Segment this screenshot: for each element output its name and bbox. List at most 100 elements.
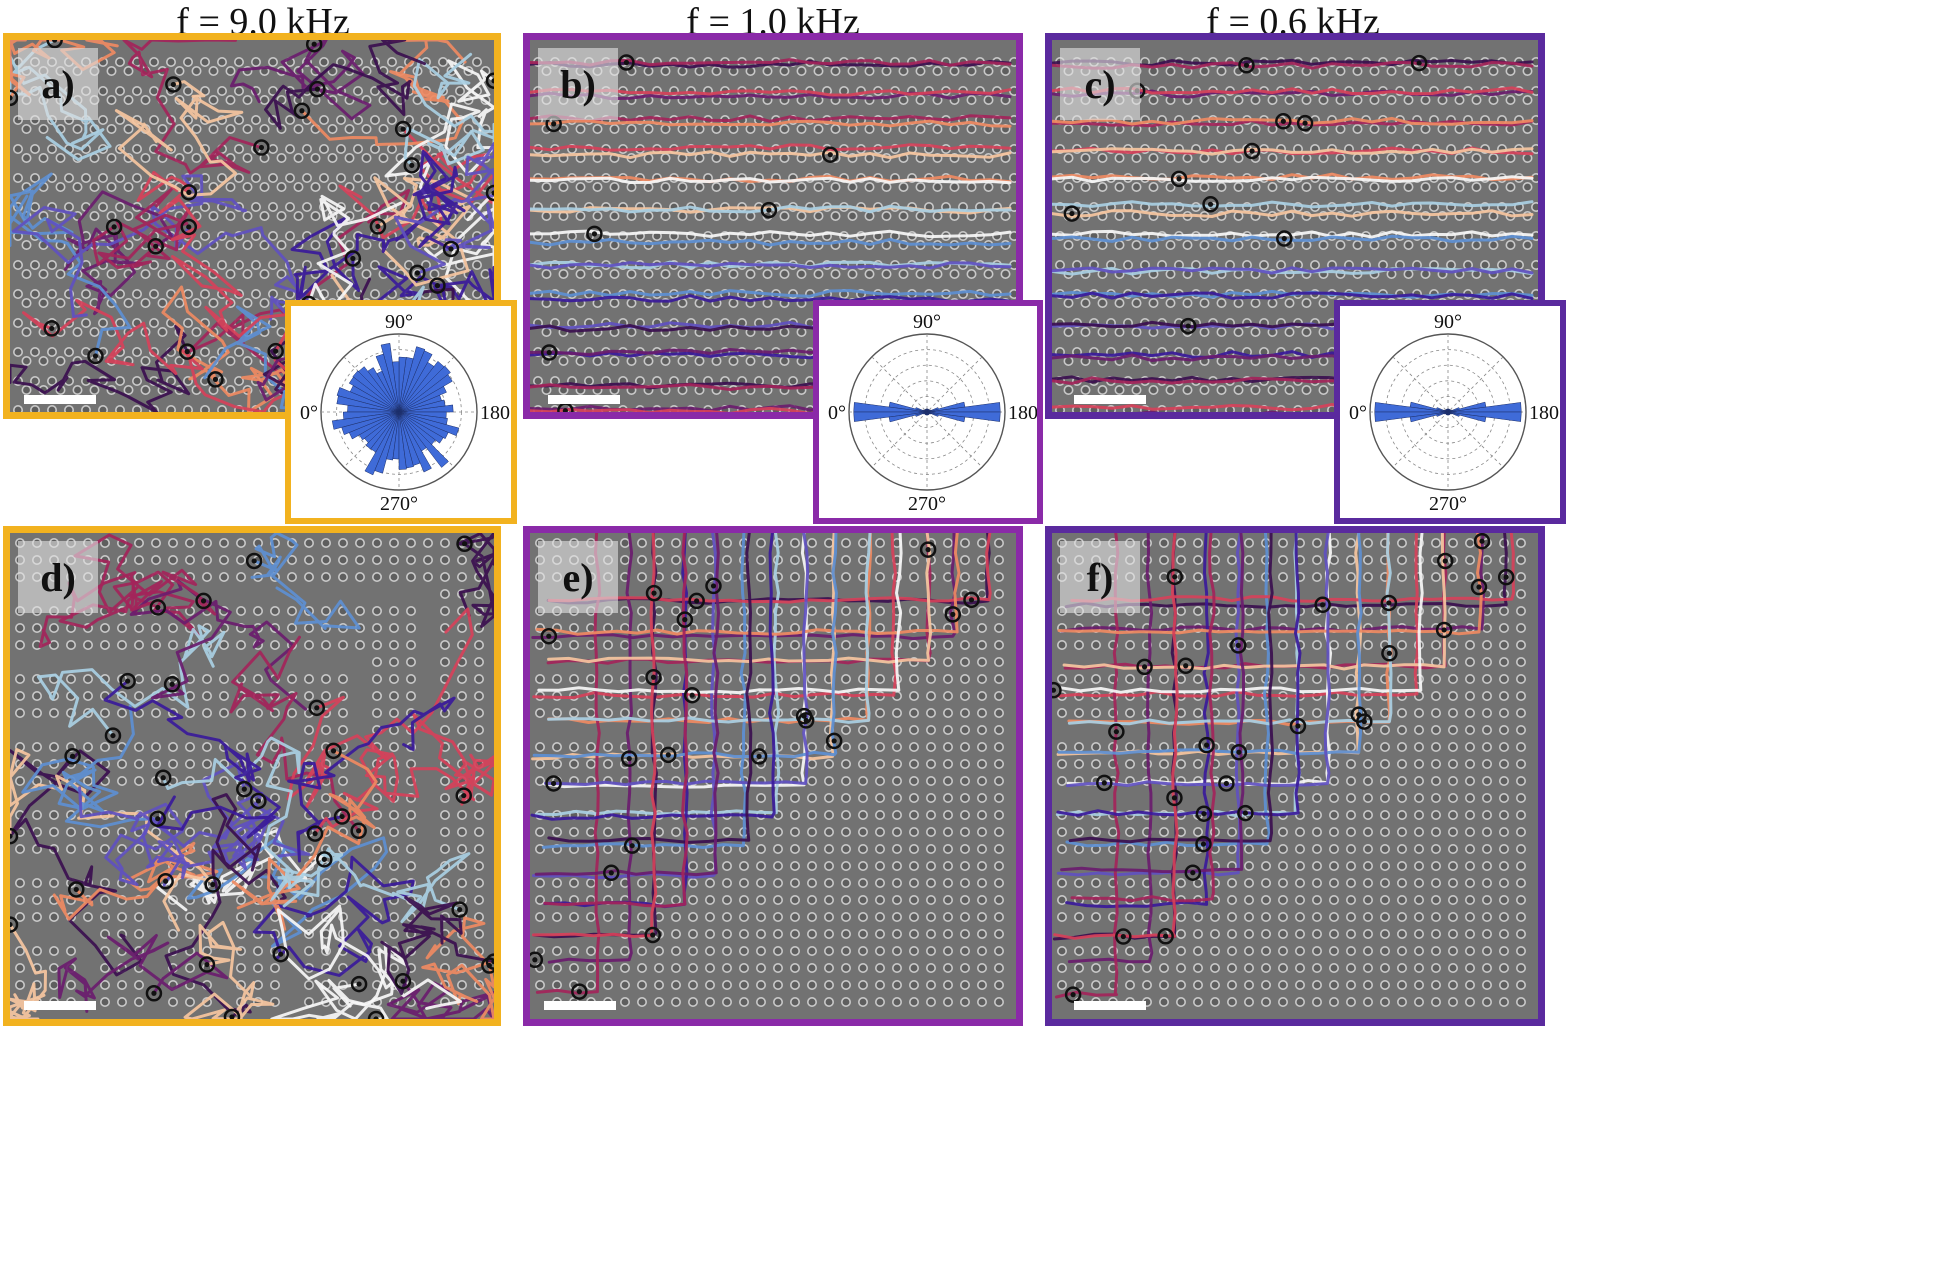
particle-track	[92, 188, 191, 270]
particle-track	[136, 170, 295, 353]
particle-track	[1052, 291, 1534, 300]
particle-positions	[10, 535, 494, 1019]
particle-track	[1068, 533, 1274, 844]
polar-inset-a: 90° 270° 0° 180°	[285, 300, 517, 524]
scale-bar	[1074, 1001, 1146, 1010]
particle-track	[10, 749, 143, 977]
panel-label: b)	[538, 48, 618, 120]
polar-inset-b: 90°270°0°180°	[813, 300, 1043, 524]
particle-track	[1056, 533, 1302, 817]
particle-track	[250, 533, 361, 630]
particle-track	[530, 150, 1012, 160]
particle-track	[252, 855, 415, 977]
particle-track	[229, 635, 361, 833]
particle-track	[1052, 200, 1534, 209]
particle-track	[58, 533, 217, 629]
polar-inset-c: 90°270°0°180°	[1334, 300, 1566, 524]
particle-track	[287, 696, 456, 863]
particle-track	[1070, 533, 1216, 903]
particle-track	[530, 229, 1012, 239]
particle-track	[63, 190, 173, 316]
trajectory-image	[10, 533, 494, 1019]
particle-track	[1067, 533, 1393, 726]
particle-track	[1066, 533, 1332, 788]
particle-track	[1059, 533, 1424, 694]
particle-track	[129, 579, 307, 711]
particle-track	[10, 748, 212, 932]
particle-track	[530, 176, 1012, 185]
panel-e: e)	[523, 526, 1023, 1026]
particle-track	[1054, 533, 1121, 999]
particle-track	[1070, 533, 1515, 603]
trajectory-image	[530, 533, 1016, 1019]
polar-label-bottom: 270°	[380, 493, 418, 515]
particle-track	[1052, 266, 1534, 275]
particle-track	[412, 713, 494, 806]
particle-track	[547, 533, 992, 604]
particle-track	[393, 142, 494, 275]
particle-track	[264, 40, 426, 130]
polar-label-bottom: 270°	[1429, 493, 1467, 515]
particle-track	[57, 934, 229, 1013]
polar-histogram: 90°270°0°180°	[828, 311, 1037, 515]
particle-track	[156, 829, 326, 912]
particle-positions	[1052, 533, 1515, 1003]
particle-track	[1057, 533, 1483, 636]
particle-track	[424, 188, 494, 302]
particle-track	[530, 261, 1012, 270]
particle-track	[534, 533, 720, 877]
particle-track	[544, 533, 810, 787]
particle-track	[276, 904, 395, 1008]
panel-b: b)	[523, 33, 1023, 419]
particle-track	[403, 52, 494, 167]
polar-histogram: 90° 270° 0° 180°	[300, 311, 511, 515]
particle-track	[530, 119, 1012, 128]
histogram-bars	[331, 342, 460, 476]
particle-track	[547, 533, 872, 724]
polar-label-top: 90°	[385, 311, 413, 333]
particle-track	[78, 786, 188, 887]
particle-track	[380, 896, 494, 995]
particle-track	[1065, 533, 1271, 848]
particle-track	[161, 285, 305, 412]
polar-label-left: 0°	[1349, 402, 1367, 424]
particle-track	[1052, 229, 1534, 239]
particle-track	[384, 59, 494, 206]
particle-track	[530, 289, 1012, 298]
scale-bar	[548, 395, 620, 404]
particle-track	[535, 533, 602, 995]
particle-track	[22, 298, 306, 412]
particle-track	[1056, 533, 1242, 877]
particle-track	[1052, 175, 1534, 184]
particle-track	[530, 294, 1012, 303]
polar-label-left: 0°	[828, 402, 846, 424]
panel-d: d)	[3, 526, 501, 1026]
particle-track	[421, 916, 494, 1019]
particle-track	[412, 150, 466, 251]
trajectories	[10, 533, 494, 1019]
scale-bar	[24, 1001, 96, 1010]
particle-track	[161, 736, 316, 908]
polar-label-right: 180°	[480, 402, 511, 424]
particle-track	[530, 143, 1012, 152]
panel-label: d)	[18, 541, 98, 613]
particle-track	[114, 80, 244, 197]
panel-label: a)	[18, 48, 98, 120]
polar-label-right: 180°	[1529, 402, 1560, 424]
particle-track	[103, 679, 281, 839]
particle-track	[1060, 533, 1245, 874]
panel-label: e)	[538, 541, 618, 613]
particle-track	[534, 533, 781, 816]
particle-track	[530, 533, 776, 821]
particle-track	[1053, 533, 1179, 940]
particle-track	[11, 174, 247, 318]
particle-track	[537, 533, 903, 695]
polar-label-left: 0°	[300, 402, 318, 424]
particle-track	[532, 533, 658, 938]
particle-track	[530, 237, 1012, 247]
scale-bar	[1074, 395, 1146, 404]
particle-track	[1052, 147, 1534, 156]
polar-label-bottom: 270°	[908, 493, 946, 515]
particle-track	[1052, 116, 1534, 126]
panel-label: c)	[1060, 48, 1140, 120]
